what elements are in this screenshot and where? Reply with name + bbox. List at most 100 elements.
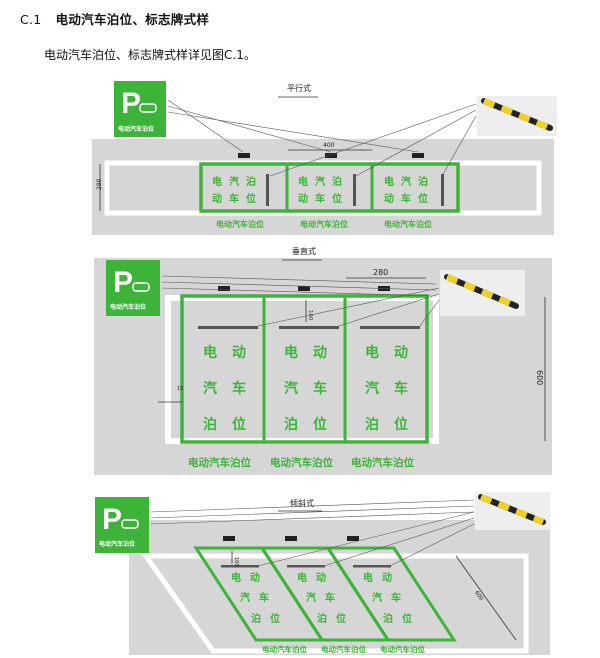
sign-pole-base — [238, 153, 250, 158]
bay-glyph: 动 — [298, 192, 308, 205]
bay-glyph: 电 — [363, 571, 373, 584]
bay-glyph: 车 — [313, 380, 327, 397]
stopper-body — [478, 494, 546, 525]
bay-glyph: 泊 — [365, 416, 379, 433]
bay-glyph: 汽 — [372, 591, 382, 604]
sign-pole-base — [412, 153, 424, 158]
bay-label: 电动汽车泊位 — [262, 644, 307, 654]
dimension-label: 100 — [307, 310, 313, 321]
bay-glyph: 位 — [332, 192, 342, 205]
oblique-diagram: 电 动 汽 车 泊 位 电 动 汽 车 泊 位 电 动 汽 车 泊 位 电动汽车… — [95, 492, 550, 655]
bay-label: 电动汽车泊位 — [216, 219, 264, 229]
ev-parking-sign: P 电动汽车泊位 — [106, 260, 160, 316]
parallel-caption: 平行式 — [287, 83, 311, 93]
oblique-bay — [325, 546, 457, 642]
perpendicular-caption: 垂直式 — [292, 246, 316, 256]
sign-pole-base — [298, 286, 310, 291]
wheel-stopper-photo — [440, 270, 525, 316]
section-heading: C.1 电动汽车泊位、标志牌式样 — [20, 9, 209, 28]
bay-glyph: 车 — [325, 591, 335, 604]
sign-pole-base — [347, 536, 359, 541]
p-letter-icon: P — [113, 266, 133, 299]
bay-glyph: 汽 — [365, 380, 379, 397]
p-letter-icon: P — [102, 503, 122, 536]
dimension-label: 600 — [535, 370, 544, 385]
bay-glyph: 泊 — [284, 416, 298, 433]
bay-glyph: 车 — [391, 591, 401, 604]
dimension-label: 280 — [373, 268, 388, 277]
bay-glyph: 车 — [232, 380, 246, 397]
bay-glyph: 汽 — [306, 591, 316, 604]
bay-glyph: 泊 — [203, 416, 217, 433]
bay-glyph: 电 — [284, 344, 298, 361]
bay-glyph: 电 — [231, 571, 241, 584]
wheel-stopper — [279, 326, 339, 329]
bay-glyph: 动 — [394, 344, 408, 361]
bay-glyph: 位 — [336, 612, 346, 625]
ev-parking-sign: P 电动汽车泊位 — [114, 81, 166, 137]
oblique-caption: 倾斜式 — [290, 498, 314, 508]
section-title: 电动汽车泊位、标志牌式样 — [55, 12, 210, 27]
bay-glyph: 泊 — [246, 175, 256, 188]
perpendicular-bay-outline — [180, 294, 429, 444]
leader-lines — [161, 275, 440, 327]
dimension-label: 280 — [96, 178, 103, 190]
wheel-stopper — [441, 174, 444, 206]
parallel-ground — [92, 139, 554, 235]
wheel-stopper — [353, 174, 356, 206]
bay-glyph: 动 — [382, 571, 392, 584]
bay-glyph: 汽 — [240, 591, 250, 604]
bay-glyph: 动 — [212, 192, 222, 205]
bay-glyph: 泊 — [251, 612, 261, 625]
intro-paragraph: 电动汽车泊位、标志牌式样详见图C.1。 — [44, 48, 256, 62]
bay-glyph: 动 — [250, 571, 260, 584]
car-icon — [121, 519, 139, 529]
bay-glyph: 位 — [246, 192, 256, 205]
bay-label: 电动汽车泊位 — [384, 219, 432, 229]
bay-glyph: 车 — [229, 192, 239, 205]
parallel-bay-outline — [199, 162, 460, 213]
bay-glyph: 位 — [394, 416, 408, 433]
bay-glyph: 车 — [259, 591, 269, 604]
bay-label: 电动汽车泊位 — [188, 456, 251, 469]
parallel-diagram: 电 汽 泊 动 车 位 电 汽 泊 动 车 位 电 汽 泊 动 车 位 电动汽车… — [92, 81, 557, 235]
bay-glyph: 动 — [313, 344, 327, 361]
sign-pole-base — [285, 536, 297, 541]
leader-lines — [150, 499, 475, 567]
bay-glyph: 动 — [232, 344, 246, 361]
sign-pole-base — [223, 536, 235, 541]
bay-glyph: 电 — [212, 175, 222, 188]
bay-label: 电动汽车泊位 — [270, 456, 333, 469]
bay-glyph: 泊 — [383, 612, 393, 625]
sign-label: 电动汽车泊位 — [99, 540, 135, 548]
bay-glyph: 电 — [365, 344, 379, 361]
bay-glyph: 位 — [402, 612, 412, 625]
bay-glyph: 汽 — [315, 175, 325, 188]
wheel-stopper-photo — [475, 492, 550, 530]
dimension-label: 15 — [177, 386, 183, 392]
wheel-stopper — [266, 174, 269, 206]
leader-lines — [167, 99, 477, 177]
bay-label: 电动汽车泊位 — [321, 644, 366, 654]
stopper-stripes — [445, 274, 518, 309]
section-number: C.1 — [20, 12, 42, 27]
bay-glyph: 动 — [316, 571, 326, 584]
bay-glyph: 汽 — [203, 380, 217, 397]
wheel-stopper — [198, 326, 258, 329]
bay-glyph: 位 — [313, 416, 327, 433]
bay-glyph: 位 — [270, 612, 280, 625]
bay-glyph: 泊 — [317, 612, 327, 625]
bay-glyph: 电 — [297, 571, 307, 584]
car-icon — [139, 103, 157, 113]
oblique-ground — [129, 520, 550, 655]
dimension-label: 600 — [473, 590, 484, 602]
dimension-line — [455, 555, 517, 641]
bay-glyph: 电 — [203, 344, 217, 361]
dimension-label: 400 — [323, 142, 335, 149]
bay-glyph: 泊 — [418, 175, 428, 188]
wheel-stopper — [287, 565, 325, 568]
sign-label: 电动汽车泊位 — [110, 303, 146, 311]
bay-label: 电动汽车泊位 — [300, 219, 348, 229]
ev-parking-sign: P 电动汽车泊位 — [95, 497, 149, 553]
